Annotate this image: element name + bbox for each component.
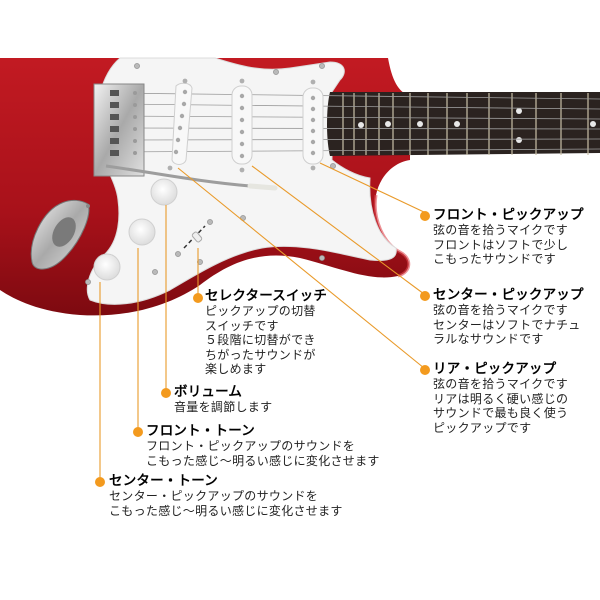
- selector-switch-desc-2: スイッチです: [205, 318, 279, 333]
- center-pickup-desc-3: ラルなサウンドです: [433, 332, 544, 346]
- rear-pickup: [167, 78, 193, 171]
- rear-pickup-desc-2: リアは明るく硬い感じの: [433, 391, 569, 406]
- volume-desc-1: 音量を調節します: [174, 400, 273, 414]
- rear-pickup-title: リア・ピックアップ: [433, 361, 557, 377]
- front-pickup-desc-1: 弦の音を拾うマイクです: [433, 223, 569, 237]
- output-jack: [30, 199, 90, 270]
- selector-switch-desc-4: ちがったサウンドが: [205, 347, 316, 362]
- bullet-volume: [161, 388, 171, 398]
- selector-switch: [183, 225, 206, 249]
- front-tone-title: フロント・トーン: [146, 423, 255, 439]
- fretboard: [327, 92, 600, 156]
- front-pickup-title: フロント・ピックアップ: [433, 207, 584, 223]
- selector-switch-desc-5: 楽しめます: [205, 362, 267, 376]
- label-front-tone: フロント・トーン フロント・ピックアップのサウンドを こもった感じ〜明るい感じに…: [146, 423, 380, 468]
- center-pickup: [231, 78, 253, 173]
- label-volume: ボリューム 音量を調節します: [174, 384, 272, 415]
- strings: [111, 92, 600, 153]
- center-pickup-desc-2: センターはソフトでナチュ: [433, 317, 581, 332]
- selector-switch-title: セレクタースイッチ: [205, 288, 328, 304]
- center-pickup-title: センター・ピックアップ: [433, 287, 584, 303]
- label-front-pickup: フロント・ピックアップ 弦の音を拾うマイクです フロントはソフトで少し こもった…: [433, 207, 584, 267]
- label-rear-pickup: リア・ピックアップ 弦の音を拾うマイクです リアは明るく硬い感じの サウンドで最…: [433, 361, 568, 435]
- tremolo-arm: [105, 164, 278, 191]
- rear-pickup-desc-4: ピックアップです: [433, 420, 532, 435]
- volume-title: ボリューム: [174, 384, 243, 400]
- center-tone-title: センター・トーン: [109, 473, 218, 489]
- front-pickup: [302, 79, 324, 171]
- rear-pickup-desc-3: サウンドで最も良く使う: [433, 406, 569, 420]
- bullet-center-pickup: [420, 291, 430, 301]
- front-tone-knob: [128, 218, 156, 246]
- center-tone-desc-1: センター・ピックアップのサウンドを: [109, 489, 319, 503]
- front-tone-desc-1: フロント・ピックアップのサウンドを: [146, 439, 356, 453]
- rear-pickup-desc-1: 弦の音を拾うマイクです: [433, 377, 569, 391]
- center-tone-knob: [93, 253, 121, 281]
- front-pickup-desc-3: こもったサウンドです: [433, 252, 557, 266]
- selector-switch-desc-3: ５段階に切替ができ: [205, 333, 316, 347]
- leader-lines: [99, 162, 427, 480]
- label-selector-switch: セレクタースイッチ ピックアップの切替 スイッチです ５段階に切替ができ ちがっ…: [205, 288, 327, 377]
- bridge: [93, 83, 145, 177]
- volume-knob: [150, 178, 178, 206]
- center-pickup-desc-1: 弦の音を拾うマイクです: [433, 303, 569, 317]
- front-pickup-desc-2: フロントはソフトで少し: [433, 237, 569, 252]
- bullet-rear-pickup: [420, 365, 430, 375]
- bullet-front-pickup: [420, 211, 430, 221]
- bullet-front-tone: [133, 427, 143, 437]
- label-center-tone: センター・トーン センター・ピックアップのサウンドを こもった感じ〜明るい感じに…: [109, 473, 343, 518]
- selector-switch-desc-1: ピックアップの切替: [205, 304, 316, 318]
- bullet-selector-switch: [193, 293, 203, 303]
- front-tone-desc-2: こもった感じ〜明るい感じに変化させます: [146, 453, 380, 468]
- center-tone-desc-2: こもった感じ〜明るい感じに変化させます: [109, 503, 343, 518]
- label-center-pickup: センター・ピックアップ 弦の音を拾うマイクです センターはソフトでナチュ ラルな…: [433, 287, 584, 347]
- bullet-center-tone: [95, 477, 105, 487]
